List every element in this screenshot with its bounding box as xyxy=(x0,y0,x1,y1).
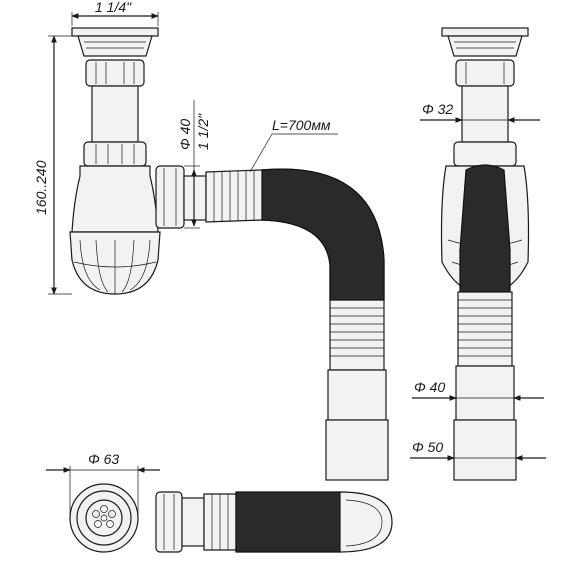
label-inlet-thread: 1 1/2" xyxy=(195,113,211,150)
label-hose-length: L=700мм xyxy=(272,117,331,133)
upper-union-nut xyxy=(85,59,145,87)
plan-hose-adapter xyxy=(181,497,205,547)
outlet-sleeve-50 xyxy=(325,419,389,481)
front-vertical-pipe xyxy=(461,85,509,143)
dim-right-mid: Φ 40 xyxy=(412,379,544,401)
vertical-pipe xyxy=(91,85,139,143)
label-right-top-diameter: Φ 32 xyxy=(422,101,453,117)
dim-plan: Φ 63 xyxy=(46,451,160,516)
plan-grate xyxy=(85,499,123,537)
sink-outlet-cup xyxy=(77,35,153,57)
front-sleeve-50 xyxy=(453,419,517,481)
outlet-sleeve-40 xyxy=(327,369,387,421)
plan-center-hole xyxy=(100,514,108,522)
plan-view xyxy=(69,483,393,553)
dim-outlet-thread: 1 1/4" xyxy=(71,0,159,26)
dim-inlet: Φ 40 1 1/2" xyxy=(177,100,211,229)
front-top-flange xyxy=(441,27,529,37)
front-hose-behind xyxy=(459,164,511,293)
label-plan-diameter: Φ 63 xyxy=(88,451,119,467)
top-flange xyxy=(71,27,159,37)
front-sleeve-40 xyxy=(455,365,515,421)
dim-right-bottom: Φ 50 xyxy=(410,439,546,461)
dim-right-top: Φ 32 xyxy=(420,101,540,123)
label-height-range: 160..240 xyxy=(33,160,49,215)
label-outlet-thread: 1 1/4" xyxy=(95,0,132,15)
plan-inlet-nut xyxy=(155,491,183,553)
plan-hose-dark xyxy=(235,491,341,553)
label-right-mid-diameter: Φ 40 xyxy=(414,379,445,395)
front-upper-nut xyxy=(455,59,515,87)
plan-hose-end xyxy=(339,491,393,553)
dim-height: 160..240 xyxy=(33,35,72,295)
label-inlet-diameter: Φ 40 xyxy=(177,119,193,150)
corrugated-hose-dark xyxy=(261,168,385,301)
front-outlet-cup xyxy=(447,35,523,57)
side-inlet-nut xyxy=(155,165,185,229)
lower-union-nut xyxy=(83,141,147,167)
dim-hose-length: L=700мм xyxy=(249,117,338,173)
bottle-trap-body xyxy=(71,165,159,233)
front-lower-nut xyxy=(453,141,517,167)
front-hose-lower xyxy=(457,291,513,367)
label-right-bottom-diameter: Φ 50 xyxy=(412,439,443,455)
side-view xyxy=(69,27,389,481)
hose-adapter xyxy=(183,175,207,221)
front-view xyxy=(440,27,530,481)
